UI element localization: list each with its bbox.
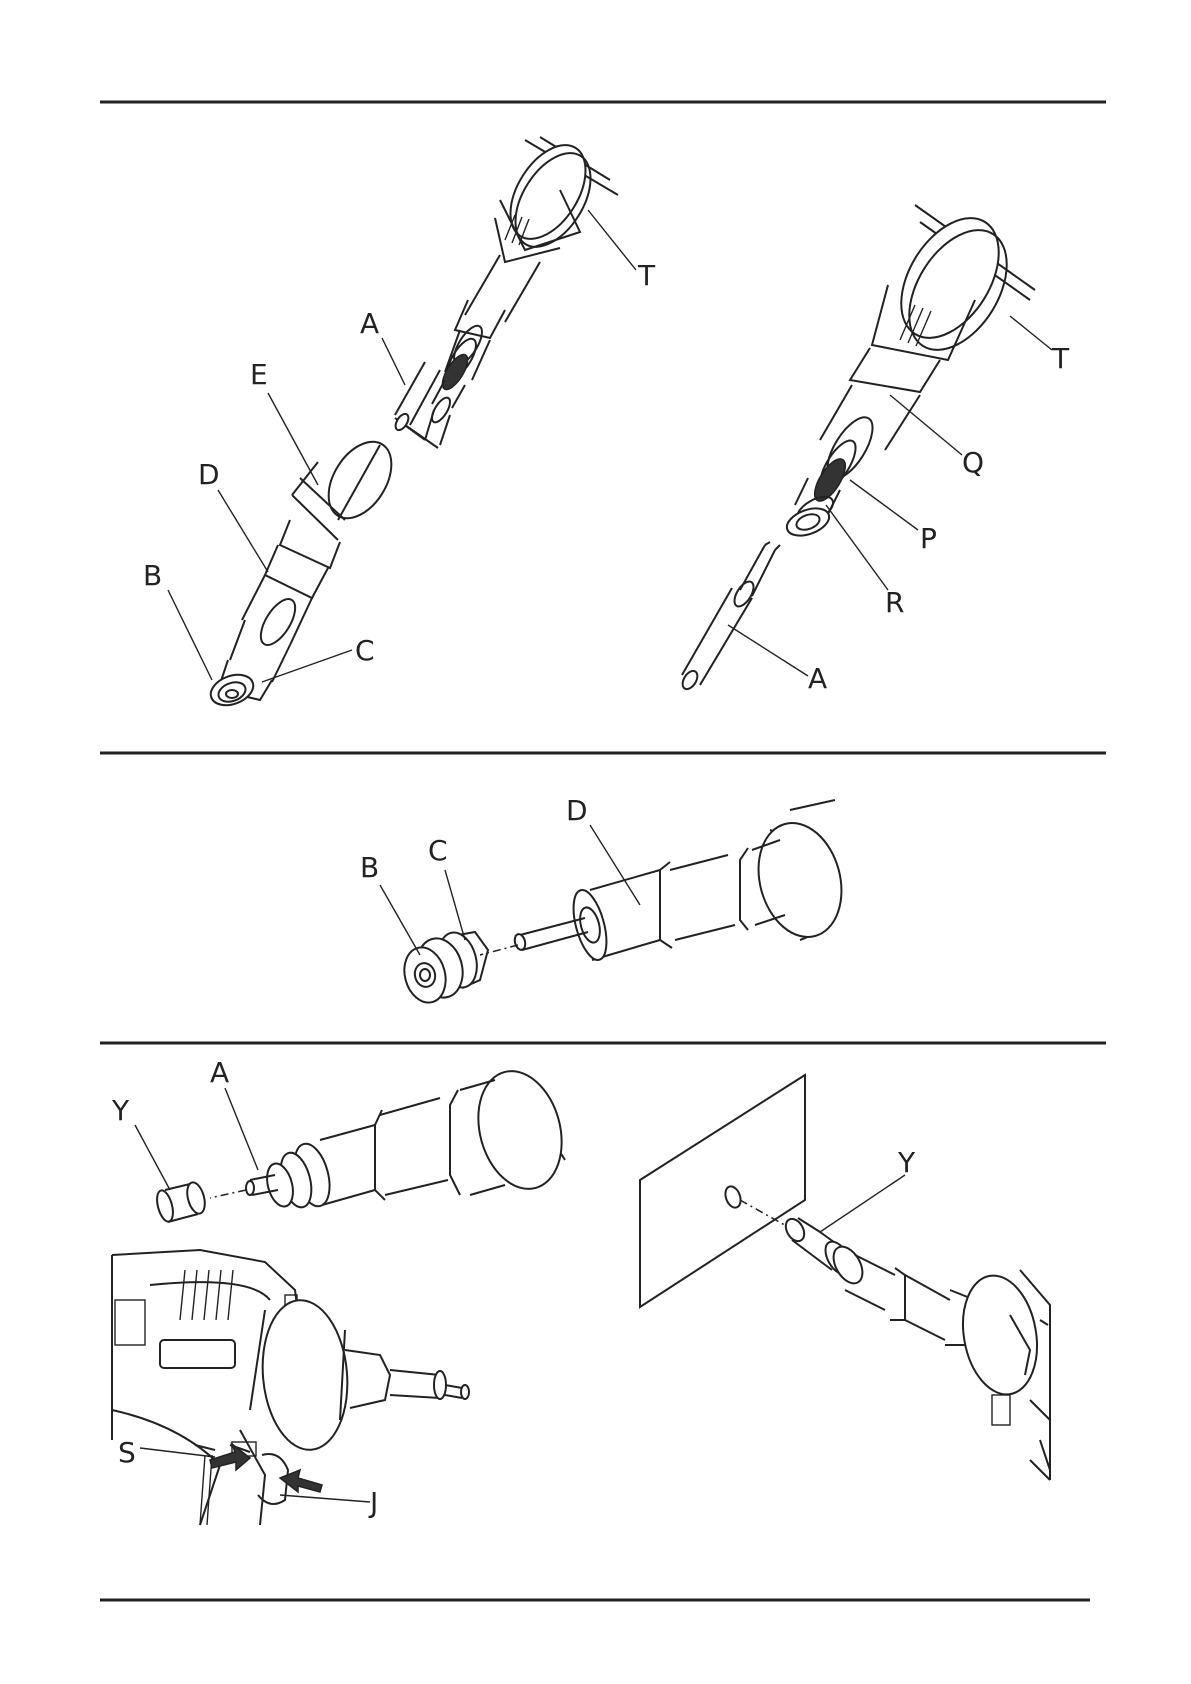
leader-Y-left: [135, 1125, 170, 1190]
label-T-left: T: [637, 259, 656, 292]
label-C: C: [355, 634, 375, 667]
label-D: D: [198, 458, 220, 491]
label-A-right: A: [808, 662, 827, 695]
fig3-axis-line: [210, 1190, 246, 1198]
leader-Y-right: [820, 1175, 905, 1232]
leader-J: [280, 1495, 370, 1502]
label-Q: Q: [962, 446, 984, 479]
label-E: E: [250, 358, 268, 391]
label-B: B: [143, 559, 162, 592]
leader-A-fig3: [225, 1088, 258, 1170]
label-J: J: [368, 1486, 378, 1519]
leader-S: [140, 1448, 215, 1457]
label-T-right: T: [1051, 342, 1070, 375]
fig1-left-nose-housing: [425, 132, 618, 445]
fig3-rivet-left: [154, 1180, 208, 1223]
label-Y-right: Y: [897, 1146, 916, 1179]
label-Y-left: Y: [111, 1094, 130, 1127]
leader-T-right: [1010, 316, 1052, 350]
fig3-arrow-S: [210, 1444, 250, 1470]
leader-C: [262, 650, 352, 682]
label-P: P: [920, 522, 937, 555]
label-A-left: A: [360, 307, 379, 340]
label-D-fig2: D: [566, 794, 588, 827]
fig3-tool-nose: [246, 1062, 574, 1211]
fig1-nosepiece-assembly: [207, 431, 405, 711]
label-A-fig3: A: [210, 1056, 229, 1089]
leader-E: [268, 393, 318, 485]
leader-D-fig2: [590, 825, 640, 905]
label-R: R: [885, 586, 904, 619]
fig2-tool-nose: [567, 800, 853, 963]
leader-A-left: [382, 338, 405, 385]
leader-B-fig2: [380, 885, 420, 955]
leader-B: [168, 590, 212, 680]
leader-D: [218, 490, 268, 572]
label-S: S: [118, 1436, 136, 1469]
leader-A-right: [728, 625, 808, 676]
leader-R: [826, 505, 888, 590]
fig3-workpiece-panel: [640, 1075, 805, 1307]
leader-T-left: [588, 210, 636, 270]
fig3-panel-hole: [723, 1184, 744, 1209]
leader-C-fig2: [445, 870, 465, 940]
fig3-right-tool: [782, 1216, 1050, 1480]
label-C-fig2: C: [428, 834, 448, 867]
label-B-fig2: B: [360, 851, 379, 884]
fig1-right-jaw-housing: [783, 201, 1035, 541]
leader-P: [850, 480, 918, 530]
fig1-right-mandrel: [680, 542, 780, 692]
